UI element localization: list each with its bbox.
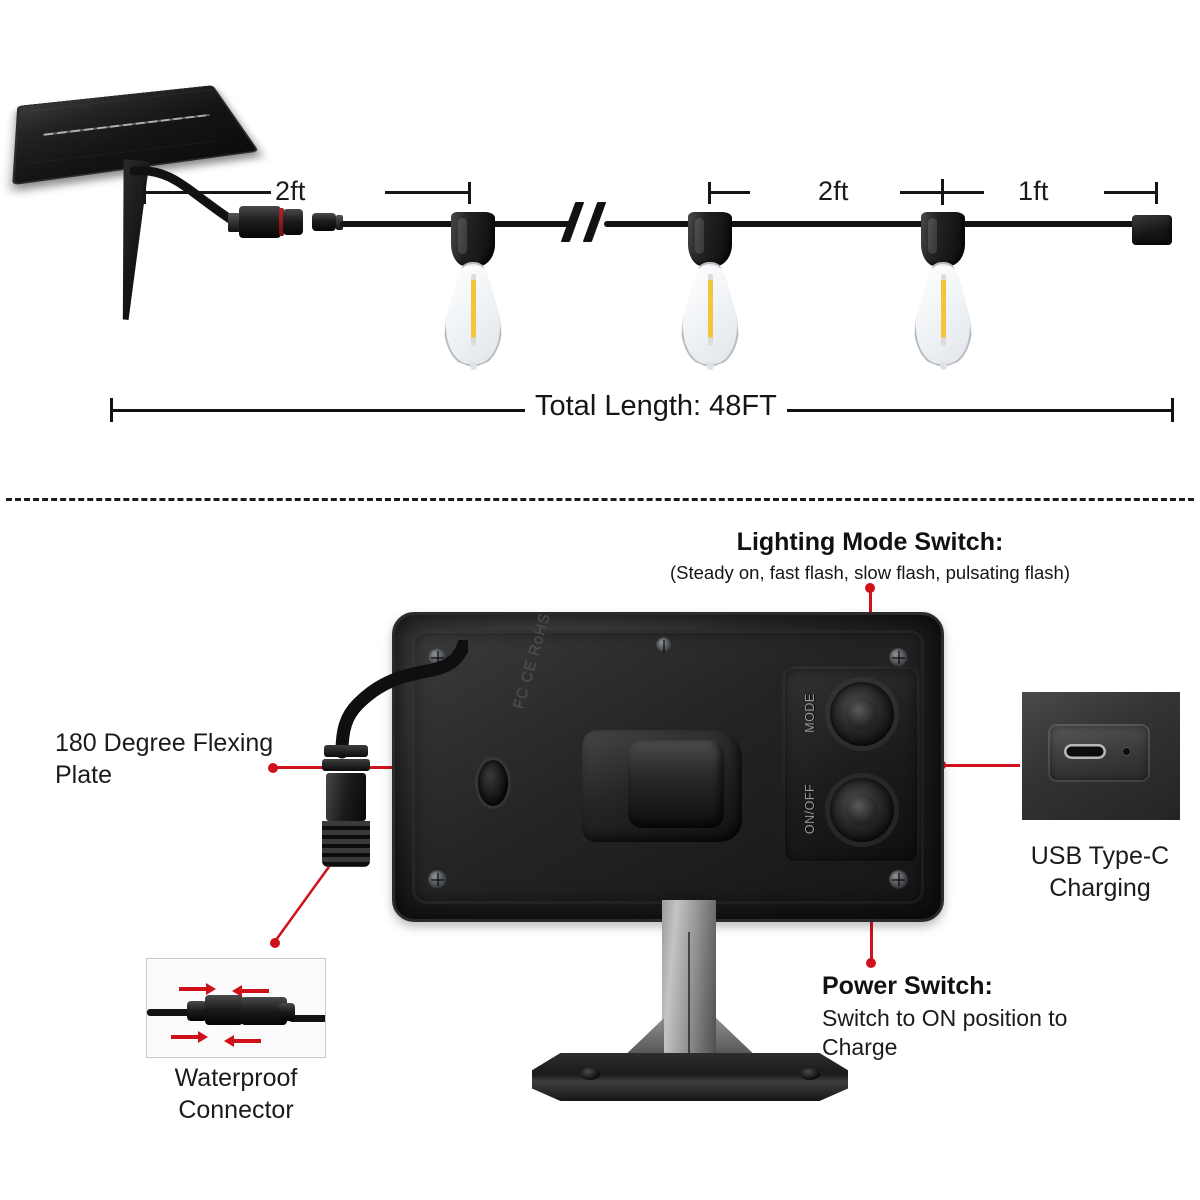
connector-body bbox=[326, 773, 366, 821]
bulb bbox=[435, 212, 511, 372]
section-divider bbox=[6, 498, 1194, 501]
callout-power-switch-subtitle: Switch to ON position to Charge bbox=[822, 1004, 1068, 1061]
dim-tick bbox=[1155, 182, 1158, 204]
bulb-filament bbox=[708, 274, 713, 346]
bulb bbox=[905, 212, 981, 372]
screw-top-right bbox=[889, 648, 908, 667]
waterproof-connector-photo bbox=[146, 958, 326, 1058]
solar-panel-cable bbox=[130, 166, 235, 224]
callout-usb-charging: USB Type-C Charging bbox=[1000, 840, 1200, 904]
cable-waterproof-connector bbox=[318, 745, 374, 875]
dim-label-tail-1ft: 1ft bbox=[1018, 176, 1049, 206]
dim-line bbox=[143, 191, 271, 194]
bulb-filament bbox=[941, 274, 946, 346]
wp-arrow-in-top-right bbox=[232, 985, 269, 997]
leader-dot-waterproof bbox=[270, 938, 280, 948]
connector-female-barrel bbox=[239, 206, 281, 238]
leader-dot-power bbox=[866, 958, 876, 968]
callout-flexing-plate-title: 180 Degree Flexing Plate bbox=[55, 729, 274, 789]
total-length-label: Total Length: 48FT bbox=[525, 390, 787, 423]
wp-cable-left bbox=[147, 1009, 193, 1016]
power-button[interactable] bbox=[830, 778, 894, 842]
wire-break-symbol bbox=[560, 202, 610, 242]
mount-screw-hole-left bbox=[580, 1068, 600, 1080]
bulb-socket bbox=[451, 212, 495, 266]
dim-line bbox=[385, 191, 470, 194]
end-cap bbox=[1132, 215, 1172, 245]
dim-label-spacing-2ft: 2ft bbox=[818, 176, 849, 206]
bulb-tip bbox=[940, 362, 947, 370]
callout-waterproof-connector: Waterproof Connector bbox=[136, 1062, 336, 1126]
cable-grommet bbox=[478, 760, 508, 806]
flexing-plate-swivel bbox=[628, 740, 724, 828]
bulb bbox=[672, 212, 748, 372]
wp-female-barrel bbox=[205, 995, 243, 1025]
dim-tick bbox=[941, 179, 944, 205]
callout-usb-charging-title: USB Type-C Charging bbox=[1030, 842, 1170, 902]
bulb-filament bbox=[471, 274, 476, 346]
bulb-tip bbox=[707, 362, 714, 370]
usb-c-port bbox=[1064, 744, 1106, 759]
connector-seal-ring bbox=[279, 208, 284, 236]
leader-line-usb bbox=[944, 764, 1020, 767]
leader-dot-flexing-plate bbox=[268, 763, 278, 773]
back-unit-cable bbox=[335, 640, 468, 759]
wp-strain-left bbox=[187, 1001, 207, 1021]
connector-plug-collar bbox=[336, 215, 343, 230]
dim-line bbox=[708, 191, 750, 194]
screw-bottom-left bbox=[428, 870, 447, 889]
callout-power-switch: Power Switch: Switch to ON position to C… bbox=[822, 972, 1122, 1063]
charging-led-indicator bbox=[1122, 747, 1131, 756]
callout-lighting-mode-switch: Lighting Mode Switch: (Steady on, fast f… bbox=[670, 528, 1070, 584]
bulb-socket bbox=[921, 212, 965, 266]
screw-top-center bbox=[656, 637, 672, 653]
string-light-length-diagram: 2ft 2ft 1ft Total Length: 48FT bbox=[0, 0, 1200, 490]
switch-recess-panel: MODE ON/OFF bbox=[782, 666, 920, 864]
wp-arrow-in-bottom-right bbox=[224, 1035, 261, 1047]
total-length-dimension: Total Length: 48FT bbox=[110, 390, 1175, 430]
mode-button[interactable] bbox=[830, 682, 894, 746]
callout-flexing-plate: 180 Degree Flexing Plate bbox=[55, 727, 335, 791]
wp-arrow-in-bottom-left bbox=[171, 1031, 208, 1043]
usb-c-port-photo bbox=[1022, 692, 1180, 820]
connector-ring-b bbox=[322, 759, 370, 771]
callout-lighting-mode-switch-title: Lighting Mode Switch: bbox=[736, 528, 1004, 556]
wp-arrow-in-top-left bbox=[179, 983, 216, 995]
connector-ring-a bbox=[324, 745, 368, 757]
connector-plug bbox=[312, 213, 336, 231]
connector-threads bbox=[322, 821, 370, 867]
mode-button-label: MODE bbox=[803, 693, 817, 733]
callout-lighting-mode-switch-subtitle: (Steady on, fast flash, slow flash, puls… bbox=[670, 561, 1071, 583]
mounting-post bbox=[662, 900, 716, 1060]
screw-bottom-right bbox=[889, 870, 908, 889]
bulb-socket bbox=[688, 212, 732, 266]
dim-tick bbox=[468, 182, 471, 204]
string-wire-segment bbox=[604, 221, 1146, 227]
usb-port-housing bbox=[1048, 724, 1150, 782]
wp-cable-right bbox=[289, 1015, 325, 1022]
callout-waterproof-connector-title: Waterproof Connector bbox=[174, 1064, 298, 1124]
solar-panel-back-housing: FC CE RoHS MODE ON/OFF bbox=[392, 611, 944, 922]
waterproof-connector-inline bbox=[228, 200, 348, 244]
connector-male-barrel bbox=[283, 209, 303, 235]
mount-screw-hole-right bbox=[800, 1068, 820, 1080]
callout-power-switch-title: Power Switch: bbox=[822, 972, 993, 1000]
power-button-label: ON/OFF bbox=[803, 783, 817, 835]
bulb-tip bbox=[470, 362, 477, 370]
dim-line bbox=[1104, 191, 1158, 194]
dim-label-lead-2ft: 2ft bbox=[275, 176, 306, 206]
connector-strain-relief bbox=[228, 213, 240, 232]
wp-strain-right bbox=[279, 1003, 295, 1021]
